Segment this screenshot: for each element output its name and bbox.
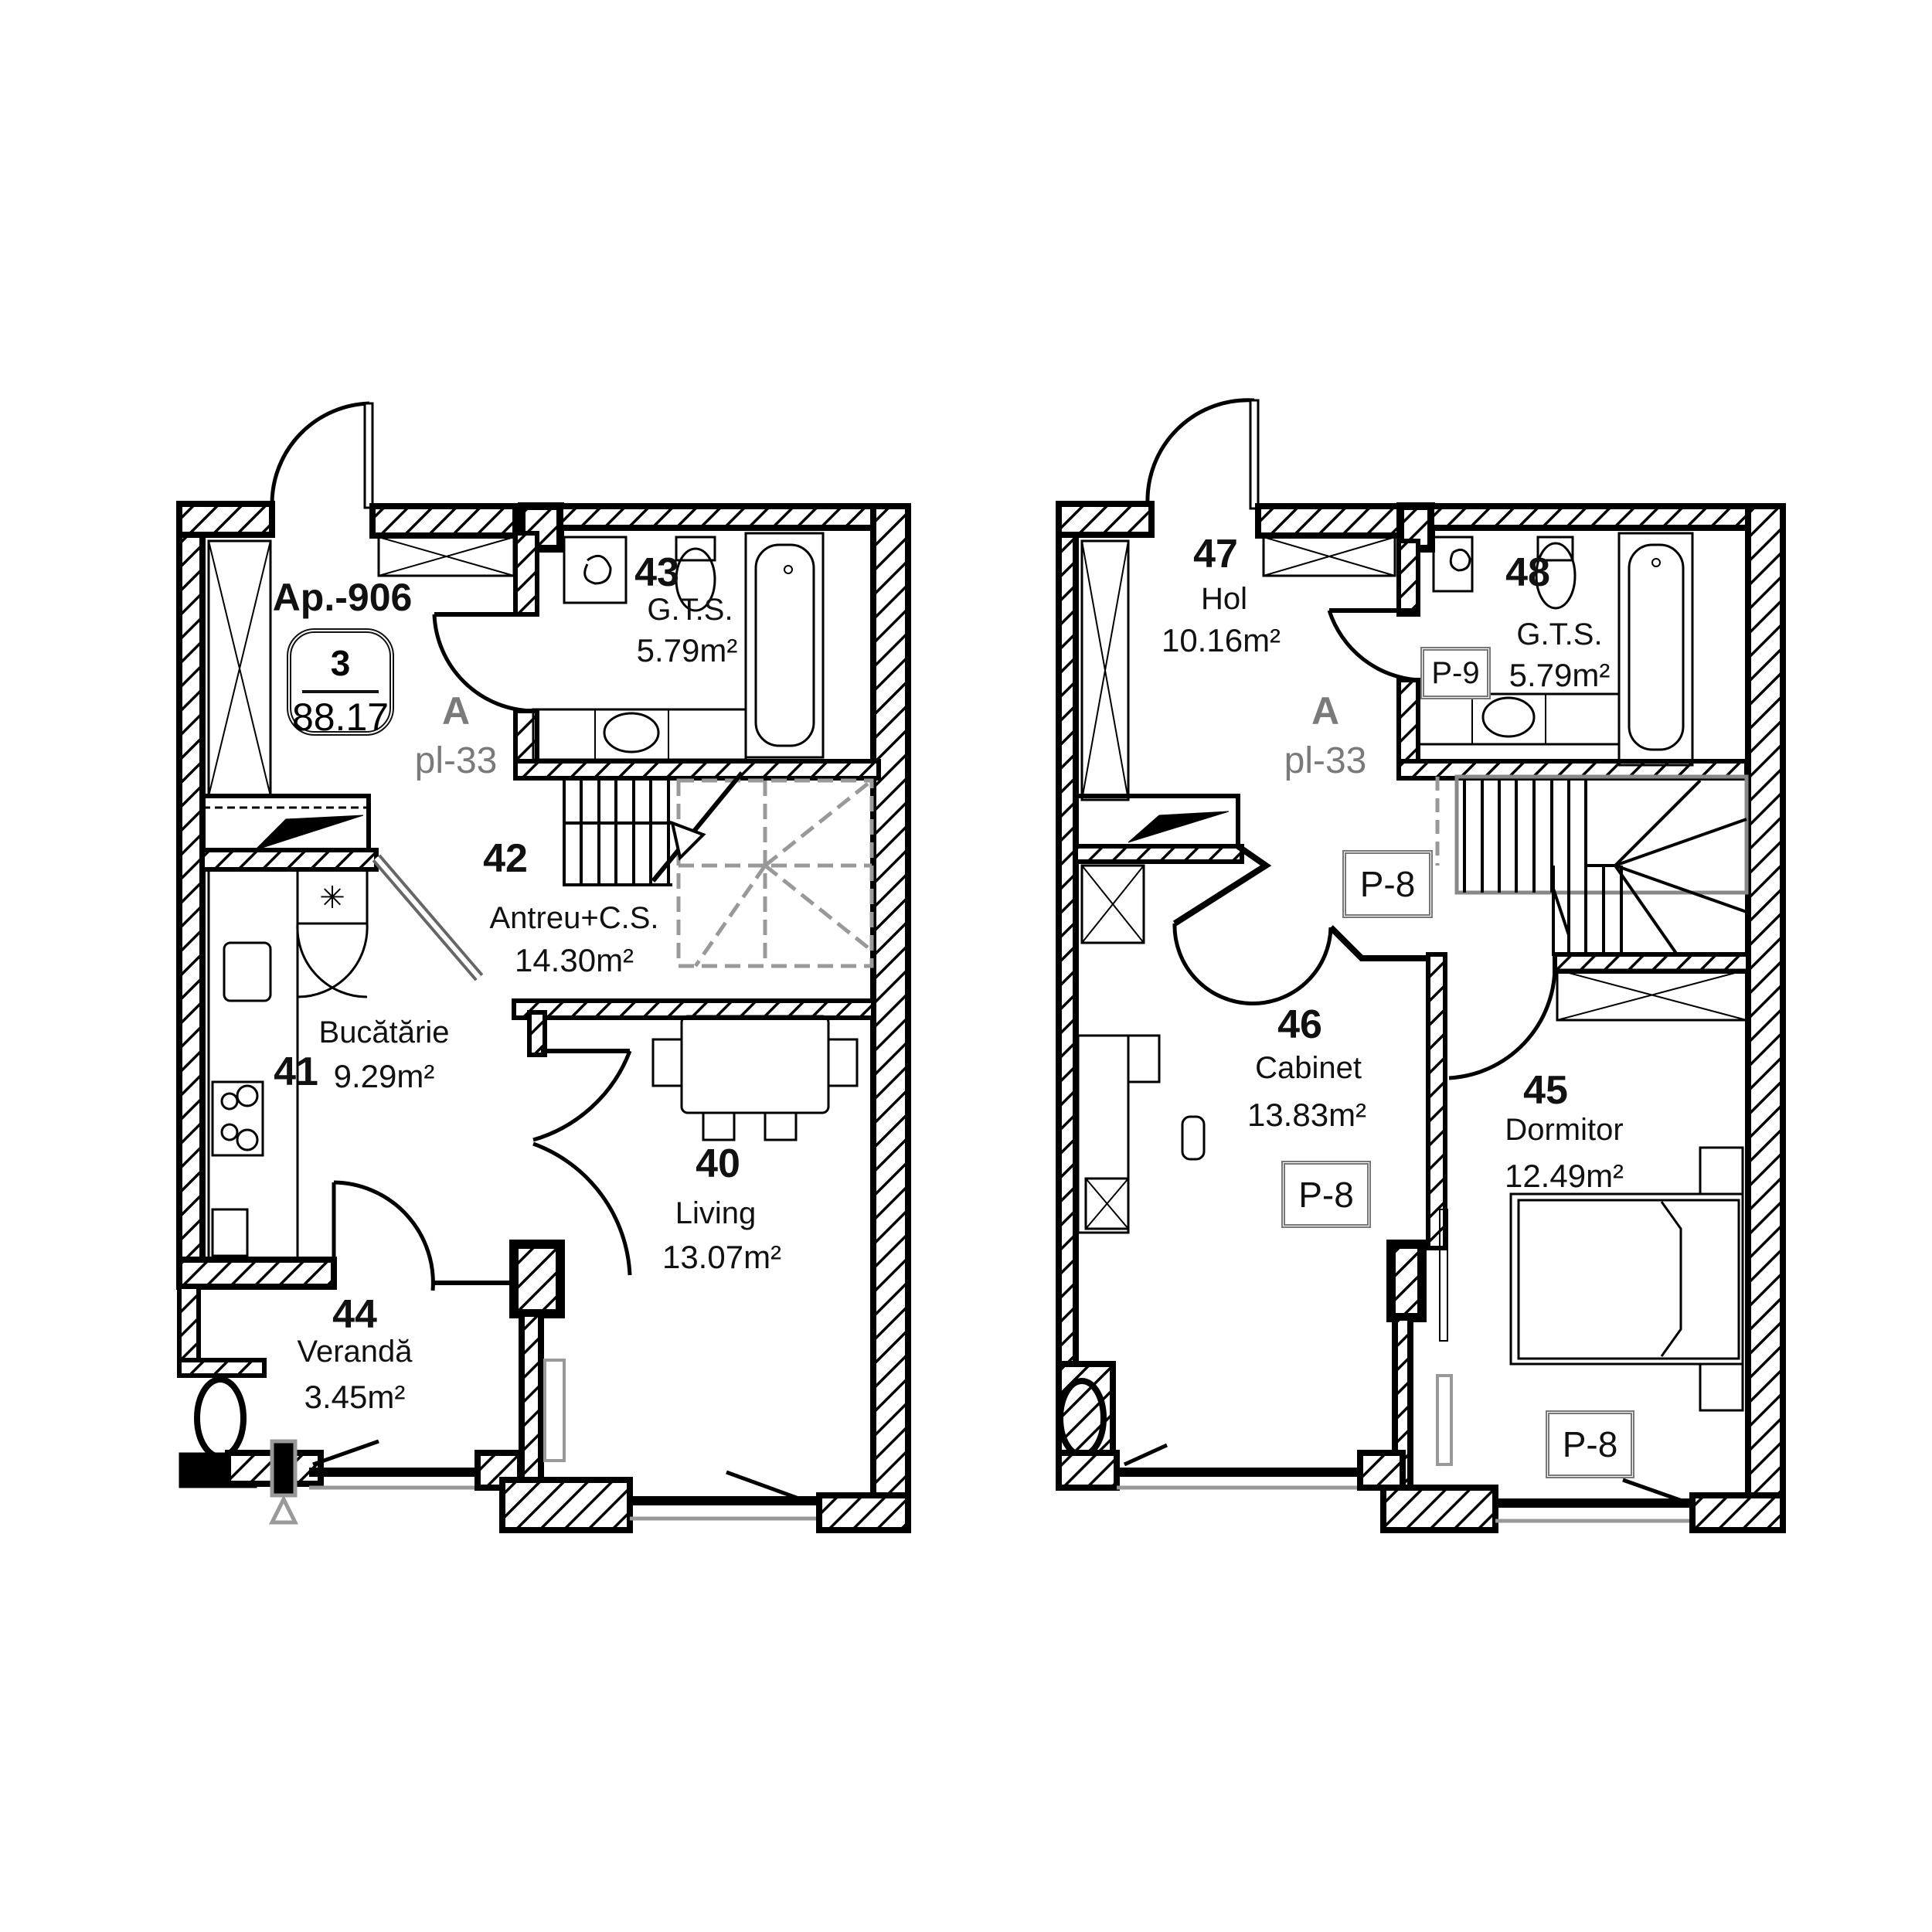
room-number: 46 <box>1277 1002 1322 1047</box>
section-label: A <box>441 689 471 733</box>
finish-tag: P-8 <box>1342 850 1433 918</box>
room-number: 45 <box>1523 1068 1568 1113</box>
svg-text:✳: ✳ <box>319 881 345 915</box>
room-area: 5.79m² <box>636 632 738 668</box>
total-area: 88.17 <box>291 696 389 739</box>
apartment-code: Ap.-906 <box>272 576 413 619</box>
room-count: 3 <box>330 643 351 683</box>
room-area: 13.83m² <box>1247 1097 1367 1133</box>
room-area: 10.16m² <box>1161 622 1281 658</box>
upper-floor-plan <box>1056 398 1786 1533</box>
room-area: 3.45m² <box>304 1379 406 1415</box>
room-name: Dormitor <box>1505 1113 1624 1147</box>
finish-tag: P-8 <box>1546 1410 1634 1478</box>
staircase-label: pl-33 <box>414 740 498 781</box>
room-name: G.T.S. <box>1516 617 1603 651</box>
room-name: Hol <box>1200 582 1248 616</box>
room-area: 14.30m² <box>514 942 634 978</box>
section-label: A <box>1311 689 1340 733</box>
room-number: 47 <box>1193 532 1238 577</box>
finish-tag: P-8 <box>1281 1161 1371 1228</box>
room-name: Cabinet <box>1255 1051 1362 1085</box>
room-number: 48 <box>1505 550 1550 595</box>
ground-floor-plan: ✳ <box>176 401 911 1533</box>
finish-tag: P-9 <box>1420 647 1491 699</box>
room-area: 5.79m² <box>1509 657 1611 693</box>
apartment-badge: 3 88.17 <box>287 628 394 739</box>
room-number: 43 <box>634 550 679 595</box>
room-area: 12.49m² <box>1504 1158 1624 1194</box>
room-name: Living <box>675 1196 757 1230</box>
badge-divider <box>302 690 379 693</box>
room-number: 41 <box>274 1049 318 1094</box>
room-name: Verandă <box>297 1335 413 1369</box>
room-number: 40 <box>696 1141 740 1186</box>
room-name: Bucătărie <box>318 1015 450 1049</box>
room-name: Antreu+C.S. <box>489 901 659 935</box>
staircase-label: pl-33 <box>1284 740 1367 781</box>
room-area: 9.29m² <box>333 1058 435 1094</box>
room-number: 42 <box>483 836 528 881</box>
room-area: 13.07m² <box>662 1239 782 1275</box>
room-number: 44 <box>332 1292 377 1337</box>
room-name: G.T.S. <box>647 593 733 627</box>
